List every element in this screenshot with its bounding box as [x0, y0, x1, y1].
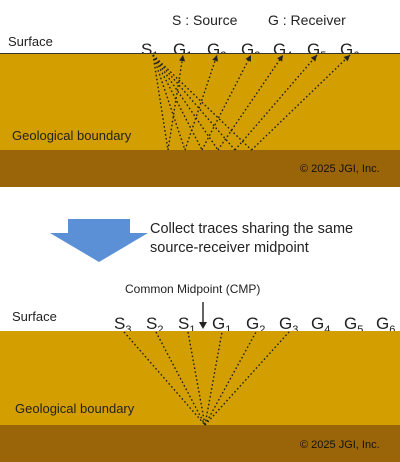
bottom-station-s3: S3 — [114, 314, 132, 336]
bottom-station-s2: S2 — [146, 314, 164, 336]
bottom-lower-layer — [0, 425, 400, 462]
top-surface-label: Surface — [8, 34, 53, 49]
top-boundary-label: Geological boundary — [12, 128, 132, 143]
bottom-station-g4: G4 — [311, 314, 331, 336]
bottom-station-g3: G3 — [279, 314, 299, 336]
top-surface-line — [0, 53, 400, 54]
cmp-arrowhead-icon — [199, 322, 207, 329]
down-arrow-icon — [50, 219, 148, 262]
top-lower-layer — [0, 150, 400, 187]
bottom-station-g2: G2 — [246, 314, 266, 336]
bottom-station-g5: G5 — [344, 314, 364, 336]
bottom-boundary-label: Geological boundary — [15, 401, 135, 416]
legend-source: S : Source — [172, 12, 238, 28]
bottom-station-g1: G1 — [212, 314, 232, 336]
cmp-label: Common Midpoint (CMP) — [125, 282, 261, 296]
top-copyright: © 2025 JGI, Inc. — [300, 163, 380, 175]
bottom-copyright: © 2025 JGI, Inc. — [300, 439, 380, 451]
bottom-station-s1: S1 — [178, 314, 196, 336]
transition-text-line2: source-receiver midpoint — [150, 240, 309, 256]
legend-receiver: G : Receiver — [268, 12, 346, 28]
bottom-station-g6: G6 — [376, 314, 396, 336]
transition-text-line1: Collect traces sharing the same — [150, 221, 354, 237]
bottom-surface-label: Surface — [12, 309, 57, 324]
